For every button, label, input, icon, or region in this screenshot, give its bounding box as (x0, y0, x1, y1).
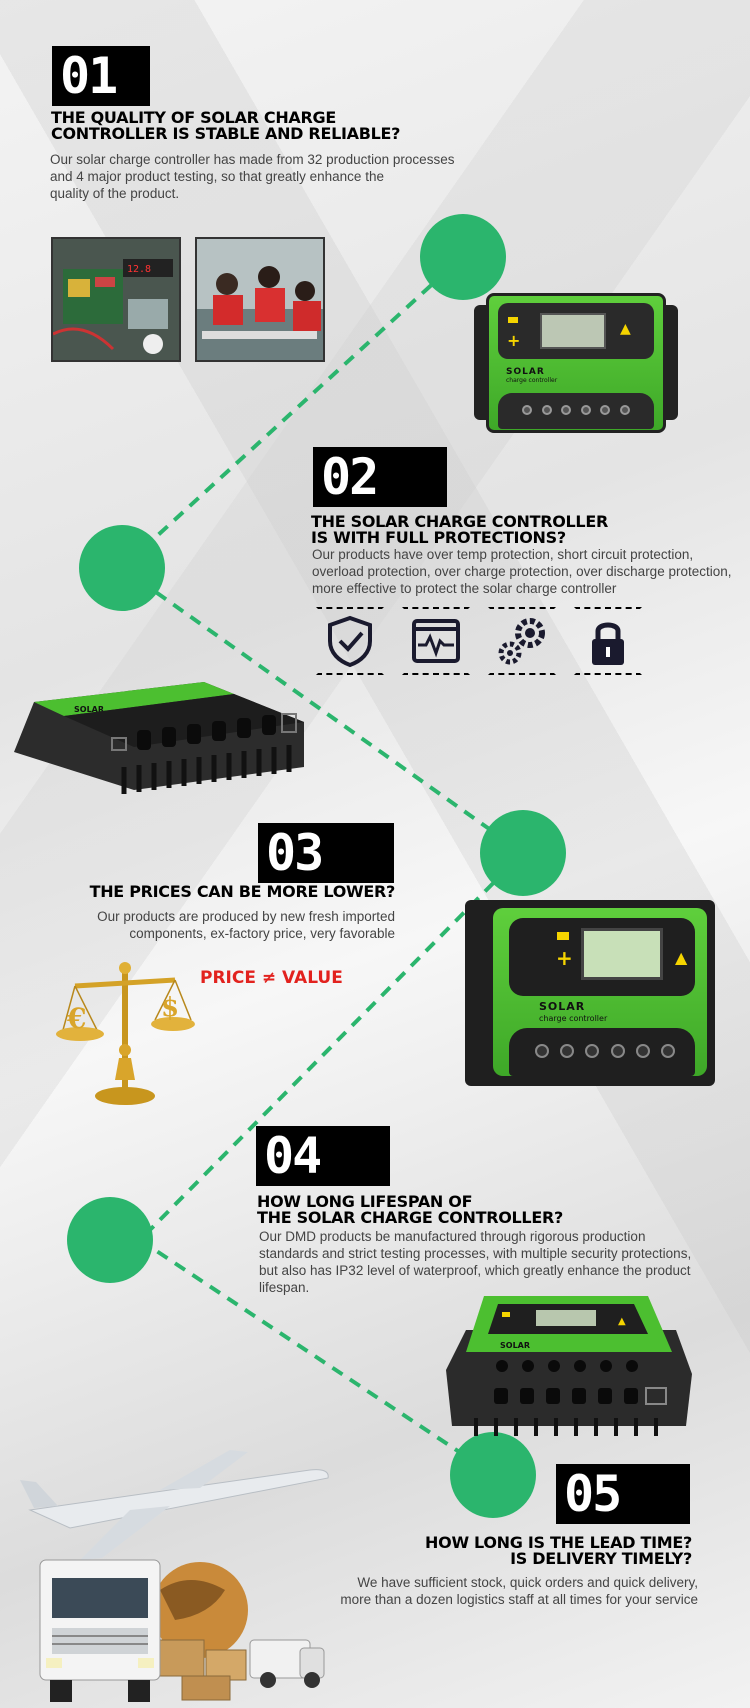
section-heading-03: THE PRICES CAN BE MORE LOWER? (89, 882, 396, 901)
svg-text:12.8: 12.8 (127, 264, 151, 275)
gears-icon (498, 618, 545, 665)
golden-scale-image: € $ (56, 962, 195, 1105)
price-value-label: PRICE ≠ VALUE (200, 968, 343, 988)
section-text-05: We have sufficient stock, quick orders a… (340, 1575, 698, 1607)
section-text-02: Our products have over temp protection, … (312, 547, 732, 596)
controller-side-image: SOLAR (4, 672, 326, 797)
section-number-05: 05 (556, 1464, 690, 1524)
section-text-03: Our products are produced by new fresh i… (97, 909, 395, 941)
protection-icon-frame-4 (574, 607, 642, 675)
device-brand-1: SOLAR (506, 367, 545, 377)
protection-icon-frame-3 (488, 607, 556, 675)
marker-circle-1 (420, 214, 506, 300)
section-text-04: Our DMD products be manufactured through… (259, 1229, 692, 1295)
logistics-image (20, 1450, 329, 1702)
controller-front-image-2: + ▲ SOLAR charge controller (465, 900, 715, 1086)
device-sub-2: charge controller (539, 1014, 608, 1023)
controller-angled-image: ▲ SOLAR (436, 1290, 696, 1438)
shield-check-icon (328, 615, 372, 668)
device-sub-1: charge controller (506, 377, 558, 384)
protection-icon-frame-1 (316, 607, 384, 675)
svg-text:€: € (66, 1002, 86, 1035)
marker-circle-3 (480, 810, 566, 896)
padlock-icon (592, 622, 624, 665)
factory-photo-circuit: 12.8 (51, 237, 181, 362)
monitor-pulse-icon (412, 619, 460, 663)
svg-text:$: $ (161, 993, 179, 1023)
section-number-03: 03 (258, 823, 394, 883)
svg-text:SOLAR: SOLAR (500, 1341, 530, 1350)
section-heading-05: HOW LONG IS THE LEAD TIME?IS DELIVERY TI… (425, 1533, 692, 1568)
device-brand-2: SOLAR (539, 1000, 586, 1013)
marker-circle-2 (79, 525, 165, 611)
marker-circle-5 (450, 1432, 536, 1518)
section-number-02: 02 (313, 447, 447, 507)
svg-text:▲: ▲ (618, 1316, 626, 1327)
svg-text:SOLAR: SOLAR (74, 705, 104, 714)
factory-photo-workers (195, 237, 325, 362)
protection-icon-frame-2 (402, 607, 470, 675)
controller-front-image-1: + ▲ SOLAR charge controller (474, 293, 678, 438)
marker-circle-4 (67, 1197, 153, 1283)
section-number-04: 04 (256, 1126, 390, 1186)
section-text-01: Our solar charge controller has made fro… (50, 152, 455, 201)
section-number-01: 01 (52, 46, 150, 106)
